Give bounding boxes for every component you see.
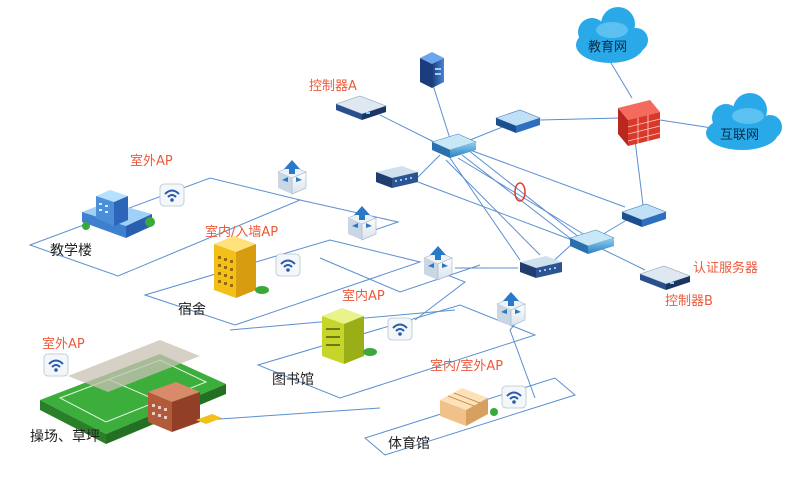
- dorm-ap-label: 室内/入墙AP: [205, 225, 279, 240]
- link-core1-core2a: [467, 149, 581, 239]
- library-name-label: 图书馆: [272, 372, 314, 388]
- sports-field-icon: [40, 340, 226, 444]
- auth-server-label: 认证服务器: [693, 261, 759, 276]
- wifi-ap-icon-field[interactable]: [43, 353, 69, 377]
- ap-hub-icon-3[interactable]: [423, 246, 453, 281]
- link-lines: [28, 57, 713, 456]
- wifi-ap-icon-teaching[interactable]: [159, 183, 185, 207]
- teaching-building-icon: [82, 190, 155, 238]
- library-ap-label: 室内AP: [342, 289, 385, 304]
- link-core1-router2: [469, 149, 626, 208]
- loop-ring: [514, 182, 526, 202]
- dorm-building-icon: [214, 236, 269, 298]
- router-2[interactable]: [621, 203, 667, 227]
- link-core2-router2: [599, 217, 631, 237]
- internet-label: 互联网: [720, 128, 760, 143]
- ap-hub-icon-4[interactable]: [496, 292, 526, 327]
- wifi-ap-icon-gym[interactable]: [501, 385, 527, 409]
- link-server-core1: [431, 81, 453, 146]
- link-firewall-internet: [659, 119, 713, 129]
- wifi-ap-icon-dorm[interactable]: [275, 253, 301, 277]
- controller-a-label: 控制器A: [309, 79, 357, 94]
- access-switch-left[interactable]: [376, 166, 418, 188]
- firewall-icon: [618, 100, 661, 146]
- zone-dorm-outline: [143, 239, 422, 326]
- field-ap-label: 室外AP: [42, 337, 85, 352]
- link-core1-switchR2: [445, 159, 541, 256]
- controller-b-device[interactable]: [639, 265, 691, 290]
- wifi-ap-icon-library[interactable]: [387, 317, 413, 341]
- link-dorm-zone: [319, 257, 481, 293]
- edu-net-label: 教育网: [588, 40, 628, 55]
- link-core2-authserver: [599, 247, 646, 271]
- edu-net-cloud[interactable]: [576, 7, 648, 63]
- link-router1-firewall: [539, 117, 621, 121]
- ap-hub-icon-2[interactable]: [347, 206, 377, 241]
- dorm-name-label: 宿舍: [178, 302, 206, 318]
- core-switch-1[interactable]: [431, 133, 477, 158]
- link-core1-switchL: [414, 154, 441, 181]
- link-core1-core2b: [461, 154, 576, 243]
- teaching-name-label: 教学楼: [50, 243, 92, 259]
- access-switch-right[interactable]: [520, 256, 562, 278]
- internet-cloud[interactable]: [706, 93, 782, 150]
- controller-b-label: 控制器B: [665, 294, 713, 309]
- gym-name-label: 体育馆: [388, 436, 430, 452]
- link-firewall-router2: [634, 139, 644, 206]
- library-building-icon: [322, 308, 377, 364]
- zone-teaching-outline: [28, 177, 302, 277]
- link-core1-core2c: [457, 157, 586, 236]
- teaching-ap-label: 室外AP: [130, 154, 173, 169]
- ap-hub-icon-1[interactable]: [277, 160, 307, 195]
- server-icon[interactable]: [420, 52, 444, 88]
- link-controllerA-core1: [379, 114, 441, 146]
- link-field-zone-2: [204, 407, 381, 421]
- link-firewall-edu: [607, 57, 633, 99]
- gym-building-icon: [440, 388, 498, 426]
- router-1[interactable]: [495, 109, 541, 133]
- link-switchL-core2: [417, 181, 573, 241]
- field-name-label: 操场、草坪: [30, 429, 100, 445]
- link-core1-switchR1: [449, 157, 521, 261]
- core-switch-2[interactable]: [569, 229, 615, 254]
- controller-a-device[interactable]: [335, 95, 387, 120]
- gym-ap-label: 室内/室外AP: [430, 359, 504, 374]
- zone-gym-outline: [363, 377, 577, 456]
